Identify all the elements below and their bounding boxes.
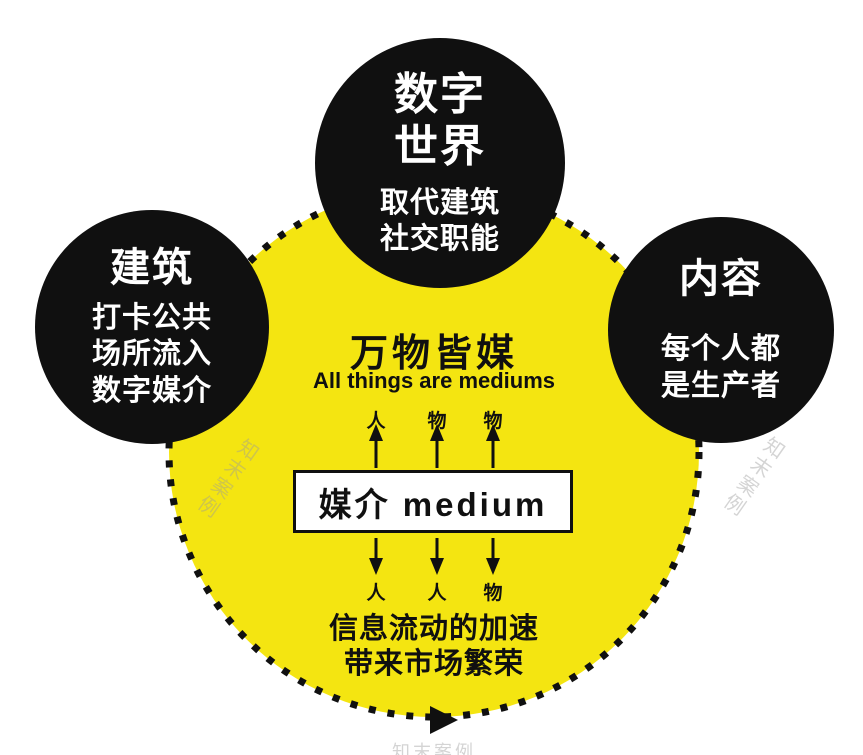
output-label-3: 物 (483, 583, 503, 604)
center-title: 万物皆媒 (349, 333, 518, 375)
yellow-cycle-circle (165, 183, 703, 721)
cycle-direction-arrowhead-icon (430, 706, 458, 734)
down-arrows-icon (369, 538, 500, 575)
footer-statement: 信息流动的加速 带来市场繁荣 (328, 613, 539, 681)
circle-content-title: 内容 (679, 257, 763, 302)
circle-content-desc: 每个人都 是生产者 (660, 333, 781, 402)
circle-digital-world: 数字 世界 取代建筑 社交职能 (315, 38, 565, 288)
circle-architecture: 建筑 打卡公共 场所流入 数字媒介 (35, 210, 269, 444)
input-label-2: 物 (427, 411, 447, 432)
circle-architecture-title: 建筑 (110, 246, 194, 291)
input-label-1: 人 (366, 411, 386, 432)
input-label-3: 物 (483, 411, 503, 432)
circle-digital-world-desc: 取代建筑 社交职能 (379, 186, 500, 255)
medium-box: 媒介 medium (293, 470, 573, 533)
circle-architecture-desc: 打卡公共 场所流入 数字媒介 (91, 302, 212, 407)
output-label-1: 人 (366, 583, 386, 604)
circle-content: 内容 每个人都 是生产者 (608, 217, 834, 443)
circle-digital-world-title: 数字 世界 (394, 69, 486, 171)
center-subtitle: All things are mediums (312, 368, 556, 393)
output-label-2: 人 (427, 583, 447, 604)
up-arrows-icon (369, 424, 500, 468)
